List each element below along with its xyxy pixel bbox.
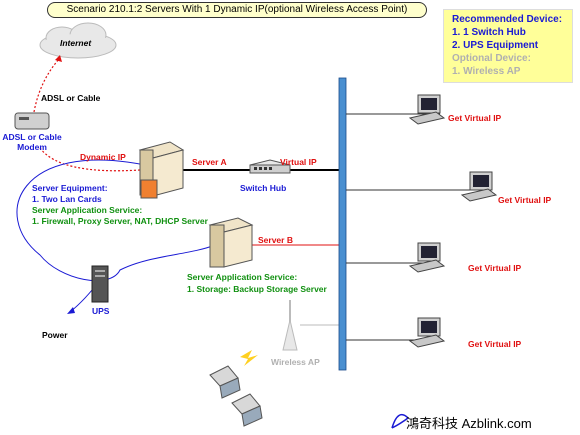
laptop-icon [231,393,263,427]
services-b-label: 1. Storage: Backup Storage Server [187,284,327,294]
backbone-bus [338,77,347,371]
optional-item-1: 1. Wireless AP [452,66,521,77]
lightning-icon [240,350,258,366]
modem-icon [14,112,50,130]
laptop-icon [209,365,241,399]
computer-icon [460,171,498,202]
ups-label: UPS [92,306,110,316]
modem-label: ADSL or Cable Modem [2,132,62,152]
brand-logo-icon [391,413,410,429]
internet-label: Internet [60,38,92,48]
server-b-label: Server B [258,235,293,245]
brand-text: 鴻奇科技 Azblink.com [406,416,532,431]
optional-heading: Optional Device: [452,53,531,64]
computer-icon [408,94,446,125]
recommended-item-1: 1. 1 Switch Hub [452,27,526,38]
wireless-ap-icon [282,300,298,351]
adsl-label: ADSL or Cable [41,93,101,103]
server-equipment-label: Server Equipment: [32,183,108,193]
server-app-service-a-label: Server Application Service: [32,205,143,215]
power-label: Power [42,330,68,340]
modem-server-link [39,147,141,172]
wireless-ap-label: Wireless AP [271,357,320,367]
server-b-icon [208,217,254,268]
server-a-label: Server A [192,157,227,167]
dynamic-ip-label: Dynamic IP [80,152,126,162]
switch-hub-icon [249,159,291,174]
two-lan-cards-label: 1. Two Lan Cards [32,194,102,204]
diagram-title: Scenario 210.1:2 Servers With 1 Dynamic … [47,2,427,18]
get-virtual-ip-label: Get Virtual IP [498,195,552,205]
virtual-ip-label: Virtual IP [280,157,317,167]
computer-icon [408,242,446,273]
internet-cloud-icon [39,22,117,59]
get-virtual-ip-label: Get Virtual IP [468,339,522,349]
ups-icon [91,265,109,303]
recommended-devices-box: Recommended Device: 1. 1 Switch Hub 2. U… [443,9,573,83]
get-virtual-ip-label: Get Virtual IP [448,113,502,123]
get-virtual-ip-label: Get Virtual IP [468,263,522,273]
power-link-line [16,159,216,282]
computer-icon [408,317,446,348]
services-a-label: 1. Firewall, Proxy Server, NAT, DHCP Ser… [32,216,208,226]
recommended-item-2: 2. UPS Equipment [452,40,539,51]
recommended-heading: Recommended Device: [452,14,563,25]
server-app-service-b-label: Server Application Service: [187,272,298,282]
internet-link-line [33,57,61,113]
switch-hub-label: Switch Hub [240,183,287,193]
server-a-icon [138,141,185,199]
